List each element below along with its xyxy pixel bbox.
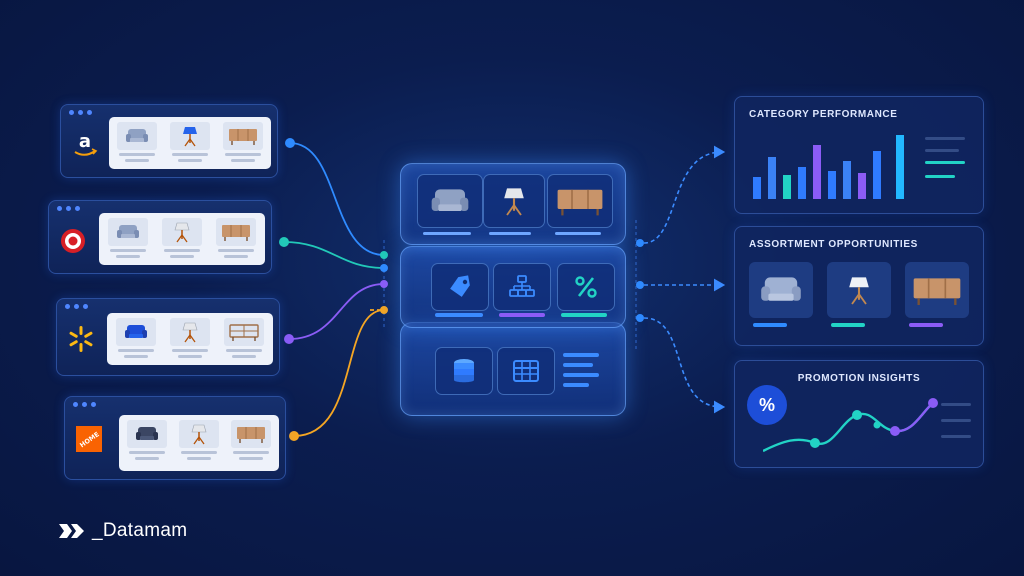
armchair-icon <box>126 129 149 142</box>
table-tile <box>497 347 555 395</box>
target-logo-icon <box>59 225 87 257</box>
floor-lamp-icon <box>182 322 198 343</box>
armchair-icon <box>125 325 147 338</box>
amazon-logo-letter: a <box>79 131 91 152</box>
node-walmart <box>284 334 294 344</box>
product-lamp <box>159 218 205 260</box>
window-dots <box>73 402 96 407</box>
retailer-card-target <box>48 200 272 274</box>
window-dots <box>69 110 92 115</box>
price-tag-icon <box>450 275 470 297</box>
window-dots <box>57 206 80 211</box>
percent-icon <box>575 276 597 298</box>
percent-badge-icon: % <box>747 385 787 425</box>
product-sideboard <box>229 420 273 466</box>
product-lamp <box>167 318 213 360</box>
panel-category-performance: CATEGORY PERFORMANCE <box>734 96 984 214</box>
panel-title: PROMOTION INSIGHTS <box>797 373 921 384</box>
connector-walmart <box>288 283 385 340</box>
node-homedepot <box>289 431 299 441</box>
connector-amazon <box>289 142 385 256</box>
node-target <box>279 237 289 247</box>
product-lamp <box>168 122 213 164</box>
product-strip <box>119 415 279 471</box>
product-strip <box>107 313 273 365</box>
home-depot-logo-icon: HOME <box>75 423 103 455</box>
walmart-spark-icon <box>67 323 95 355</box>
panel-title: ASSORTMENT OPPORTUNITIES <box>749 239 918 250</box>
sideboard-icon <box>237 427 265 443</box>
opportunity-armchair <box>749 262 813 318</box>
sideboard-icon <box>228 129 257 145</box>
floor-lamp-icon <box>849 277 869 305</box>
connector-promotion <box>643 317 726 414</box>
product-armchair <box>115 122 160 164</box>
floor-lamp-icon <box>183 127 197 147</box>
category-tree-tile <box>493 263 551 311</box>
center-layer-data <box>400 322 626 416</box>
category-tree-icon <box>509 275 535 297</box>
retailer-card-homedepot: HOME <box>64 396 286 480</box>
brand-logo: _Datamam <box>58 520 187 542</box>
sideboard-icon <box>913 278 961 305</box>
armchair-icon <box>431 189 469 211</box>
brand-name: _Datamam <box>92 520 188 541</box>
product-armchair <box>125 420 169 466</box>
product-strip <box>109 117 271 169</box>
product-armchair <box>105 218 151 260</box>
node-amazon <box>285 138 295 148</box>
connector-category-performance <box>643 145 726 244</box>
product-lamp <box>177 420 221 466</box>
retailer-card-amazon: a <box>60 104 278 178</box>
bar-chart-graphic <box>753 135 904 199</box>
panel-promotion-insights: PROMOTION INSIGHTS % <box>734 360 984 468</box>
product-armchair <box>113 318 159 360</box>
sideboard-icon <box>557 189 603 216</box>
table-grid-icon <box>513 360 539 382</box>
armchair-icon <box>761 277 801 301</box>
datamam-chevrons-icon <box>59 524 84 538</box>
sideboard-tile <box>547 174 613 228</box>
product-strip <box>99 213 265 265</box>
armchair-tile <box>417 174 483 228</box>
connector-homedepot <box>293 309 385 437</box>
percent-tile <box>557 263 615 311</box>
line-chart-graphic <box>763 398 938 453</box>
opportunity-sideboard <box>905 262 969 318</box>
retailer-card-walmart <box>56 298 280 376</box>
connector-target <box>283 241 385 269</box>
armchair-icon <box>136 427 158 440</box>
list-icon <box>563 353 599 387</box>
armchair-icon <box>117 225 139 238</box>
product-sideboard <box>220 122 265 164</box>
database-tile <box>435 347 493 395</box>
opportunity-lamp <box>827 262 891 318</box>
product-sideboard <box>221 318 267 360</box>
center-layer-analytics <box>400 246 626 328</box>
amazon-logo-icon: a <box>71 129 99 161</box>
floor-lamp-icon <box>174 222 190 243</box>
panel-title: CATEGORY PERFORMANCE <box>749 109 898 120</box>
center-layer-products <box>400 163 626 245</box>
sideboard-icon <box>229 324 259 341</box>
floor-lamp-icon <box>191 424 207 445</box>
window-dots <box>65 304 88 309</box>
database-icon <box>454 359 474 383</box>
sideboard-icon <box>222 225 250 241</box>
product-sideboard <box>213 218 259 260</box>
lamp-tile <box>483 174 545 228</box>
panel-assortment-opportunities: ASSORTMENT OPPORTUNITIES <box>734 226 984 346</box>
price-tag-tile <box>431 263 489 311</box>
floor-lamp-icon <box>504 188 524 216</box>
